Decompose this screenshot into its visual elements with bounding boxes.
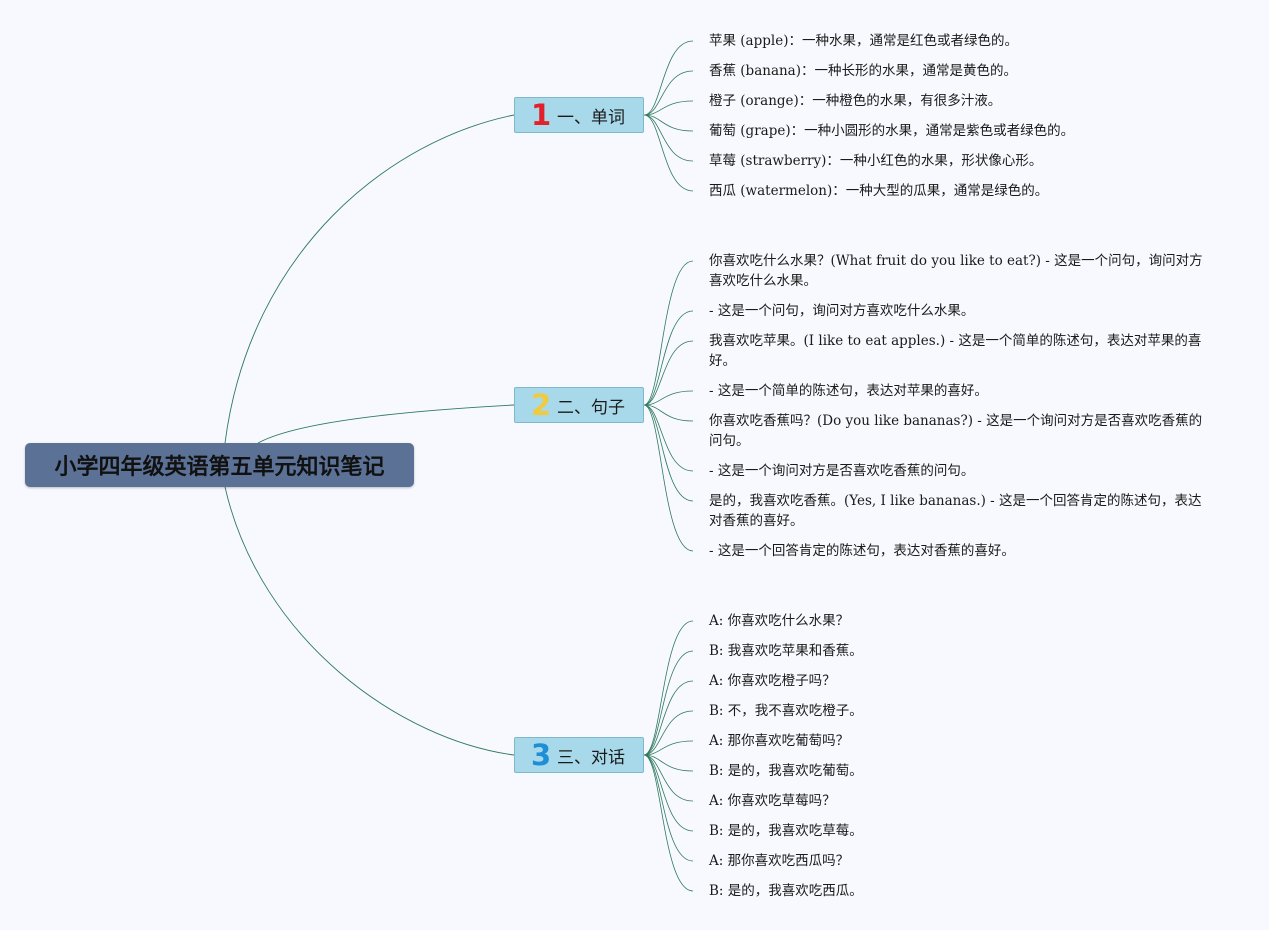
leaf-vocab-strawberry[interactable]: 草莓 (strawberry)：一种小红色的水果，形状像心形。 <box>709 153 1043 169</box>
yellow-number-two-icon: 2 <box>531 388 552 422</box>
leaf-dialogue-line[interactable]: B: 是的，我喜欢吃草莓。 <box>709 823 863 839</box>
leaf-sentence-4[interactable]: 是的，我喜欢吃香蕉。(Yes, I like bananas.) - 这是一个回… <box>709 493 1202 529</box>
leaf-dialogue-line[interactable]: B: 是的，我喜欢吃西瓜。 <box>709 883 863 899</box>
leaf-dialogue-line[interactable]: B: 是的，我喜欢吃葡萄。 <box>709 763 863 779</box>
leaf-connector <box>643 114 694 162</box>
leaf-connector <box>643 650 694 756</box>
leaf-connector <box>643 114 694 192</box>
root-branch-2-connector <box>257 404 515 444</box>
branch-label: 一、单词 <box>557 107 625 128</box>
blue-number-three-icon: 3 <box>531 738 552 772</box>
leaf-connector <box>643 260 694 406</box>
leaf-vocab-watermelon[interactable]: 西瓜 (watermelon)：一种大型的瓜果，通常是绿色的。 <box>709 183 1049 199</box>
root-branch-1-connector <box>224 114 515 444</box>
leaf-connector <box>643 310 694 406</box>
leaf-sentence-1-note[interactable]: - 这是一个问句，询问对方喜欢吃什么水果。 <box>709 303 975 319</box>
root-branch-3-connector <box>224 486 515 756</box>
leaf-dialogue-line[interactable]: B: 我喜欢吃苹果和香蕉。 <box>709 643 863 659</box>
leaf-sentence-2-note[interactable]: - 这是一个简单的陈述句，表达对苹果的喜好。 <box>709 383 988 399</box>
leaf-connector <box>643 404 694 552</box>
leaf-dialogue-line[interactable]: A: 你喜欢吃什么水果？ <box>709 613 850 629</box>
branch-dialogue[interactable]: 3 三、对话 <box>514 737 644 773</box>
leaf-connector <box>643 340 694 406</box>
leaf-connector <box>643 680 694 756</box>
leaf-connector <box>643 404 694 422</box>
leaf-sentence-3-note[interactable]: - 这是一个询问对方是否喜欢吃香蕉的问句。 <box>709 463 975 479</box>
leaf-sentence-2[interactable]: 我喜欢吃苹果。(I like to eat apples.) - 这是一个简单的… <box>709 333 1202 369</box>
branch-label: 三、对话 <box>557 747 625 768</box>
leaf-connector <box>643 754 694 802</box>
leaf-connector <box>643 70 694 116</box>
leaf-dialogue-line[interactable]: A: 那你喜欢吃葡萄吗？ <box>709 733 850 749</box>
leaf-dialogue-line[interactable]: B: 不，我不喜欢吃橙子。 <box>709 703 863 719</box>
leaf-connector <box>643 40 694 116</box>
leaf-vocab-orange[interactable]: 橙子 (orange)：一种橙色的水果，有很多汁液。 <box>709 93 1002 109</box>
leaf-dialogue-line[interactable]: A: 那你喜欢吃西瓜吗？ <box>709 853 850 869</box>
leaf-connector <box>643 404 694 502</box>
leaf-sentence-1[interactable]: 你喜欢吃什么水果？(What fruit do you like to eat?… <box>709 253 1203 289</box>
leaf-dialogue-line[interactable]: A: 你喜欢吃橙子吗？ <box>709 673 836 689</box>
leaf-vocab-apple[interactable]: 苹果 (apple)：一种水果，通常是红色或者绿色的。 <box>709 33 1018 49</box>
root-topic[interactable]: 小学四年级英语第五单元知识笔记 <box>25 443 414 487</box>
leaf-dialogue-line[interactable]: A: 你喜欢吃草莓吗？ <box>709 793 836 809</box>
leaf-vocab-grape[interactable]: 葡萄 (grape)：一种小圆形的水果，通常是紫色或者绿色的。 <box>709 123 1075 139</box>
red-number-one-icon: 1 <box>531 98 552 132</box>
branch-sentences[interactable]: 2 二、句子 <box>514 387 644 423</box>
leaf-connector <box>643 710 694 756</box>
leaf-vocab-banana[interactable]: 香蕉 (banana)：一种长形的水果，通常是黄色的。 <box>709 63 1018 79</box>
leaf-connector <box>643 740 694 756</box>
leaf-connector <box>643 754 694 772</box>
leaf-connector <box>643 620 694 756</box>
leaf-connector <box>643 390 694 406</box>
leaf-connector <box>643 114 694 132</box>
branch-label: 二、句子 <box>557 397 625 418</box>
leaf-connector <box>643 754 694 832</box>
leaf-sentence-4-note[interactable]: - 这是一个回答肯定的陈述句，表达对香蕉的喜好。 <box>709 543 1015 559</box>
leaf-connector <box>643 100 694 116</box>
leaf-connector <box>643 754 694 892</box>
leaf-sentence-3[interactable]: 你喜欢吃香蕉吗？(Do you like bananas?) - 这是一个询问对… <box>709 413 1203 449</box>
root-title: 小学四年级英语第五单元知识笔记 <box>54 455 385 480</box>
branch-vocabulary[interactable]: 1 一、单词 <box>514 97 644 133</box>
leaf-connector <box>643 404 694 472</box>
